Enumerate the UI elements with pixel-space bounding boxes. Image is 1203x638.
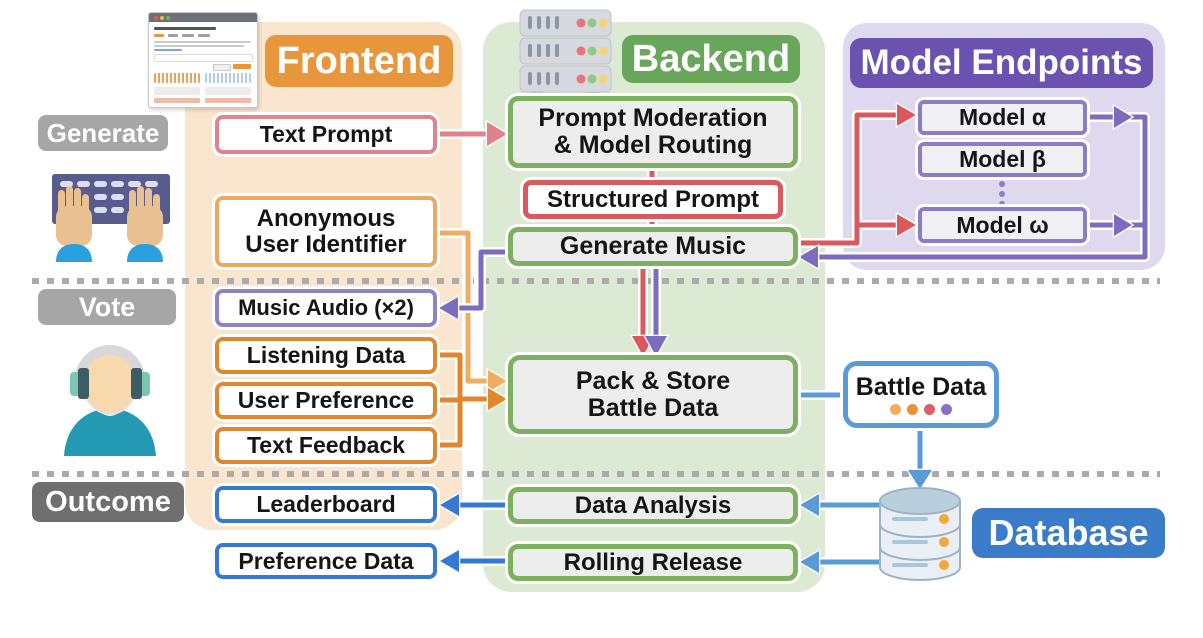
data-analysis-box: Data Analysis <box>508 487 798 524</box>
model-alpha-box: Model α <box>918 100 1087 135</box>
leaderboard-box: Leaderboard <box>215 486 437 523</box>
arrow-textprompt-to-moderation <box>437 119 510 149</box>
stage-label-generate: Generate <box>38 115 168 151</box>
model-endpoints-title: Model Endpoints <box>860 43 1143 82</box>
arrow-votes-to-pack <box>437 350 510 450</box>
database-title: Database <box>988 512 1149 553</box>
pack-store-battle-data-box: Pack & Store Battle Data <box>508 355 798 434</box>
anonymous-user-identifier-box: Anonymous User Identifier <box>215 196 437 267</box>
thumb-vote-button-b <box>205 98 251 103</box>
arrow-rolling-to-preference <box>437 547 508 575</box>
frontend-title: Frontend <box>276 39 442 82</box>
preference-data-box: Preference Data <box>215 543 437 579</box>
structured-prompt-box: Structured Prompt <box>523 180 783 219</box>
music-audio-box: Music Audio (×2) <box>215 289 437 327</box>
stage-label-vote: Vote <box>38 289 176 325</box>
text-prompt-box: Text Prompt <box>215 115 437 154</box>
database-header: Database <box>972 508 1165 558</box>
arrow-database-to-rolling <box>797 548 882 576</box>
arrow-database-to-analysis <box>797 491 882 519</box>
model-omega-box: Model ω <box>918 207 1087 243</box>
arrow-generate-to-models <box>797 101 919 248</box>
thumb-vote-button-a <box>154 98 200 103</box>
user-preference-box: User Preference <box>215 382 437 419</box>
arrow-generate-to-musicaudio <box>436 247 505 322</box>
arrow-generate-to-pack-red <box>629 265 657 359</box>
rolling-release-box: Rolling Release <box>508 544 798 581</box>
traffic-light-red-icon <box>154 15 158 20</box>
waveform-a-icon <box>154 73 200 83</box>
listener-headphones-icon <box>64 345 156 456</box>
waveform-b-icon <box>205 73 251 83</box>
database-cylinder-icon <box>879 487 961 581</box>
prompt-moderation-box: Prompt Moderation & Model Routing <box>508 96 798 168</box>
stage-label-outcome: Outcome <box>32 482 184 522</box>
generate-music-box: Generate Music <box>508 227 798 266</box>
battle-data-dots-icon <box>890 404 952 415</box>
thumb-title-line <box>154 27 216 30</box>
frontend-header: Frontend <box>265 35 453 87</box>
server-rack-icon <box>519 9 612 96</box>
arrow-generate-to-pack-purple <box>642 265 670 359</box>
thumb-generate-button <box>233 64 251 69</box>
arrow-models-to-generate <box>796 103 1150 271</box>
thumb-dropdown <box>154 54 253 62</box>
traffic-light-yellow-icon <box>160 15 164 20</box>
model-endpoints-header: Model Endpoints <box>850 38 1153 88</box>
browser-screenshot-icon <box>148 12 258 108</box>
text-feedback-box: Text Feedback <box>215 427 437 464</box>
model-ellipsis-icon <box>999 181 1005 207</box>
backend-header: Backend <box>622 35 800 83</box>
keyboard-typing-icon <box>52 174 170 262</box>
thumb-nav-line <box>154 34 164 37</box>
backend-title: Backend <box>631 37 791 80</box>
traffic-light-green-icon <box>166 15 170 20</box>
browser-titlebar <box>149 13 257 22</box>
arrow-analysis-to-leaderboard <box>437 491 508 519</box>
listening-data-box: Listening Data <box>215 337 437 374</box>
model-beta-box: Model β <box>918 142 1087 177</box>
arrow-battledata-to-database <box>905 427 935 492</box>
battle-data-box: Battle Data <box>843 361 999 428</box>
